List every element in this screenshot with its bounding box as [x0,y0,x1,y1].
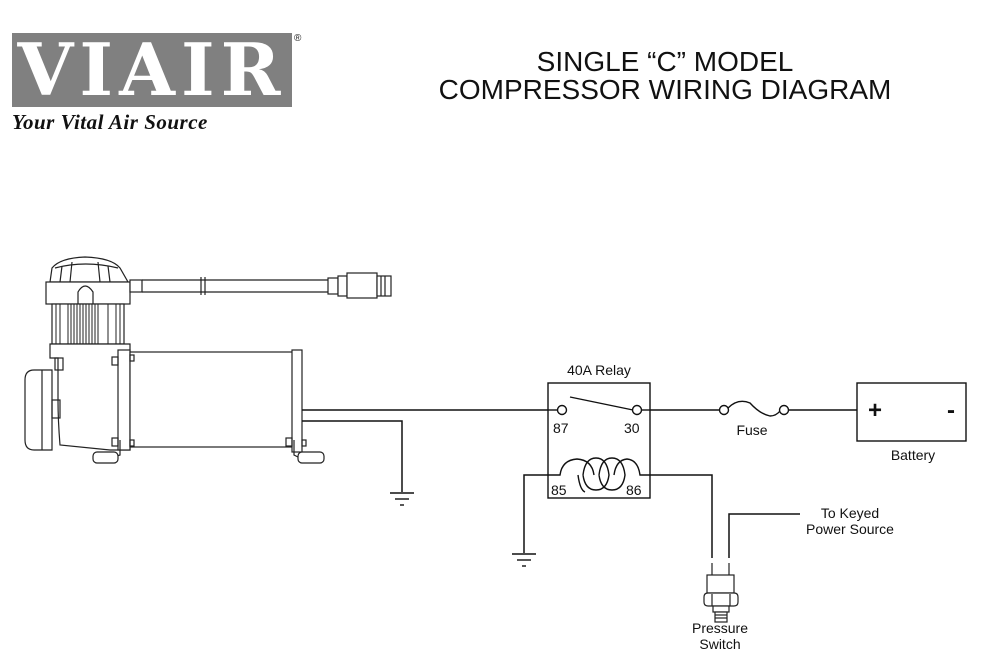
wire-85-to-ground [523,474,548,553]
relay-pin-30: 30 [624,420,640,436]
logo-box [12,33,292,107]
wire-86-to-switch [650,474,713,558]
battery-label: Battery [891,447,935,463]
diagram-title: SINGLE “C” MODEL COMPRESSOR WIRING DIAGR… [420,48,910,104]
title-line-1: SINGLE “C” MODEL [536,46,794,77]
relay-label: 40A Relay [567,362,631,378]
pressure-switch-icon [703,563,739,623]
keyed-power-label-line1: To Keyed [821,505,879,521]
relay-pin-85: 85 [551,482,567,498]
wires [302,409,857,558]
ground-icon-relay [512,553,536,567]
battery-positive-terminal: + [868,397,882,424]
wire-compressor-ground [302,420,403,492]
fuse-label: Fuse [736,422,767,438]
battery-icon [856,382,967,442]
logo-tagline: Your Vital Air Source [12,110,208,134]
relay-pin-86: 86 [626,482,642,498]
ground-icon-compressor [390,492,414,506]
relay-pin-87: 87 [553,420,569,436]
keyed-power-label-line2: Power Source [806,521,894,537]
title-line-2: COMPRESSOR WIRING DIAGRAM [438,74,892,105]
pressure-switch-label-line1: Pressure [692,620,748,636]
pressure-switch-label-line2: Switch [699,636,740,652]
compressor-icon [24,256,392,464]
relay-icon [547,382,651,499]
fuse-icon [718,400,790,417]
registered-mark: ® [294,33,302,44]
battery-negative-terminal: - [947,397,955,424]
logo-brand: VIAIR [17,27,287,112]
wire-keyed-power [728,513,800,558]
